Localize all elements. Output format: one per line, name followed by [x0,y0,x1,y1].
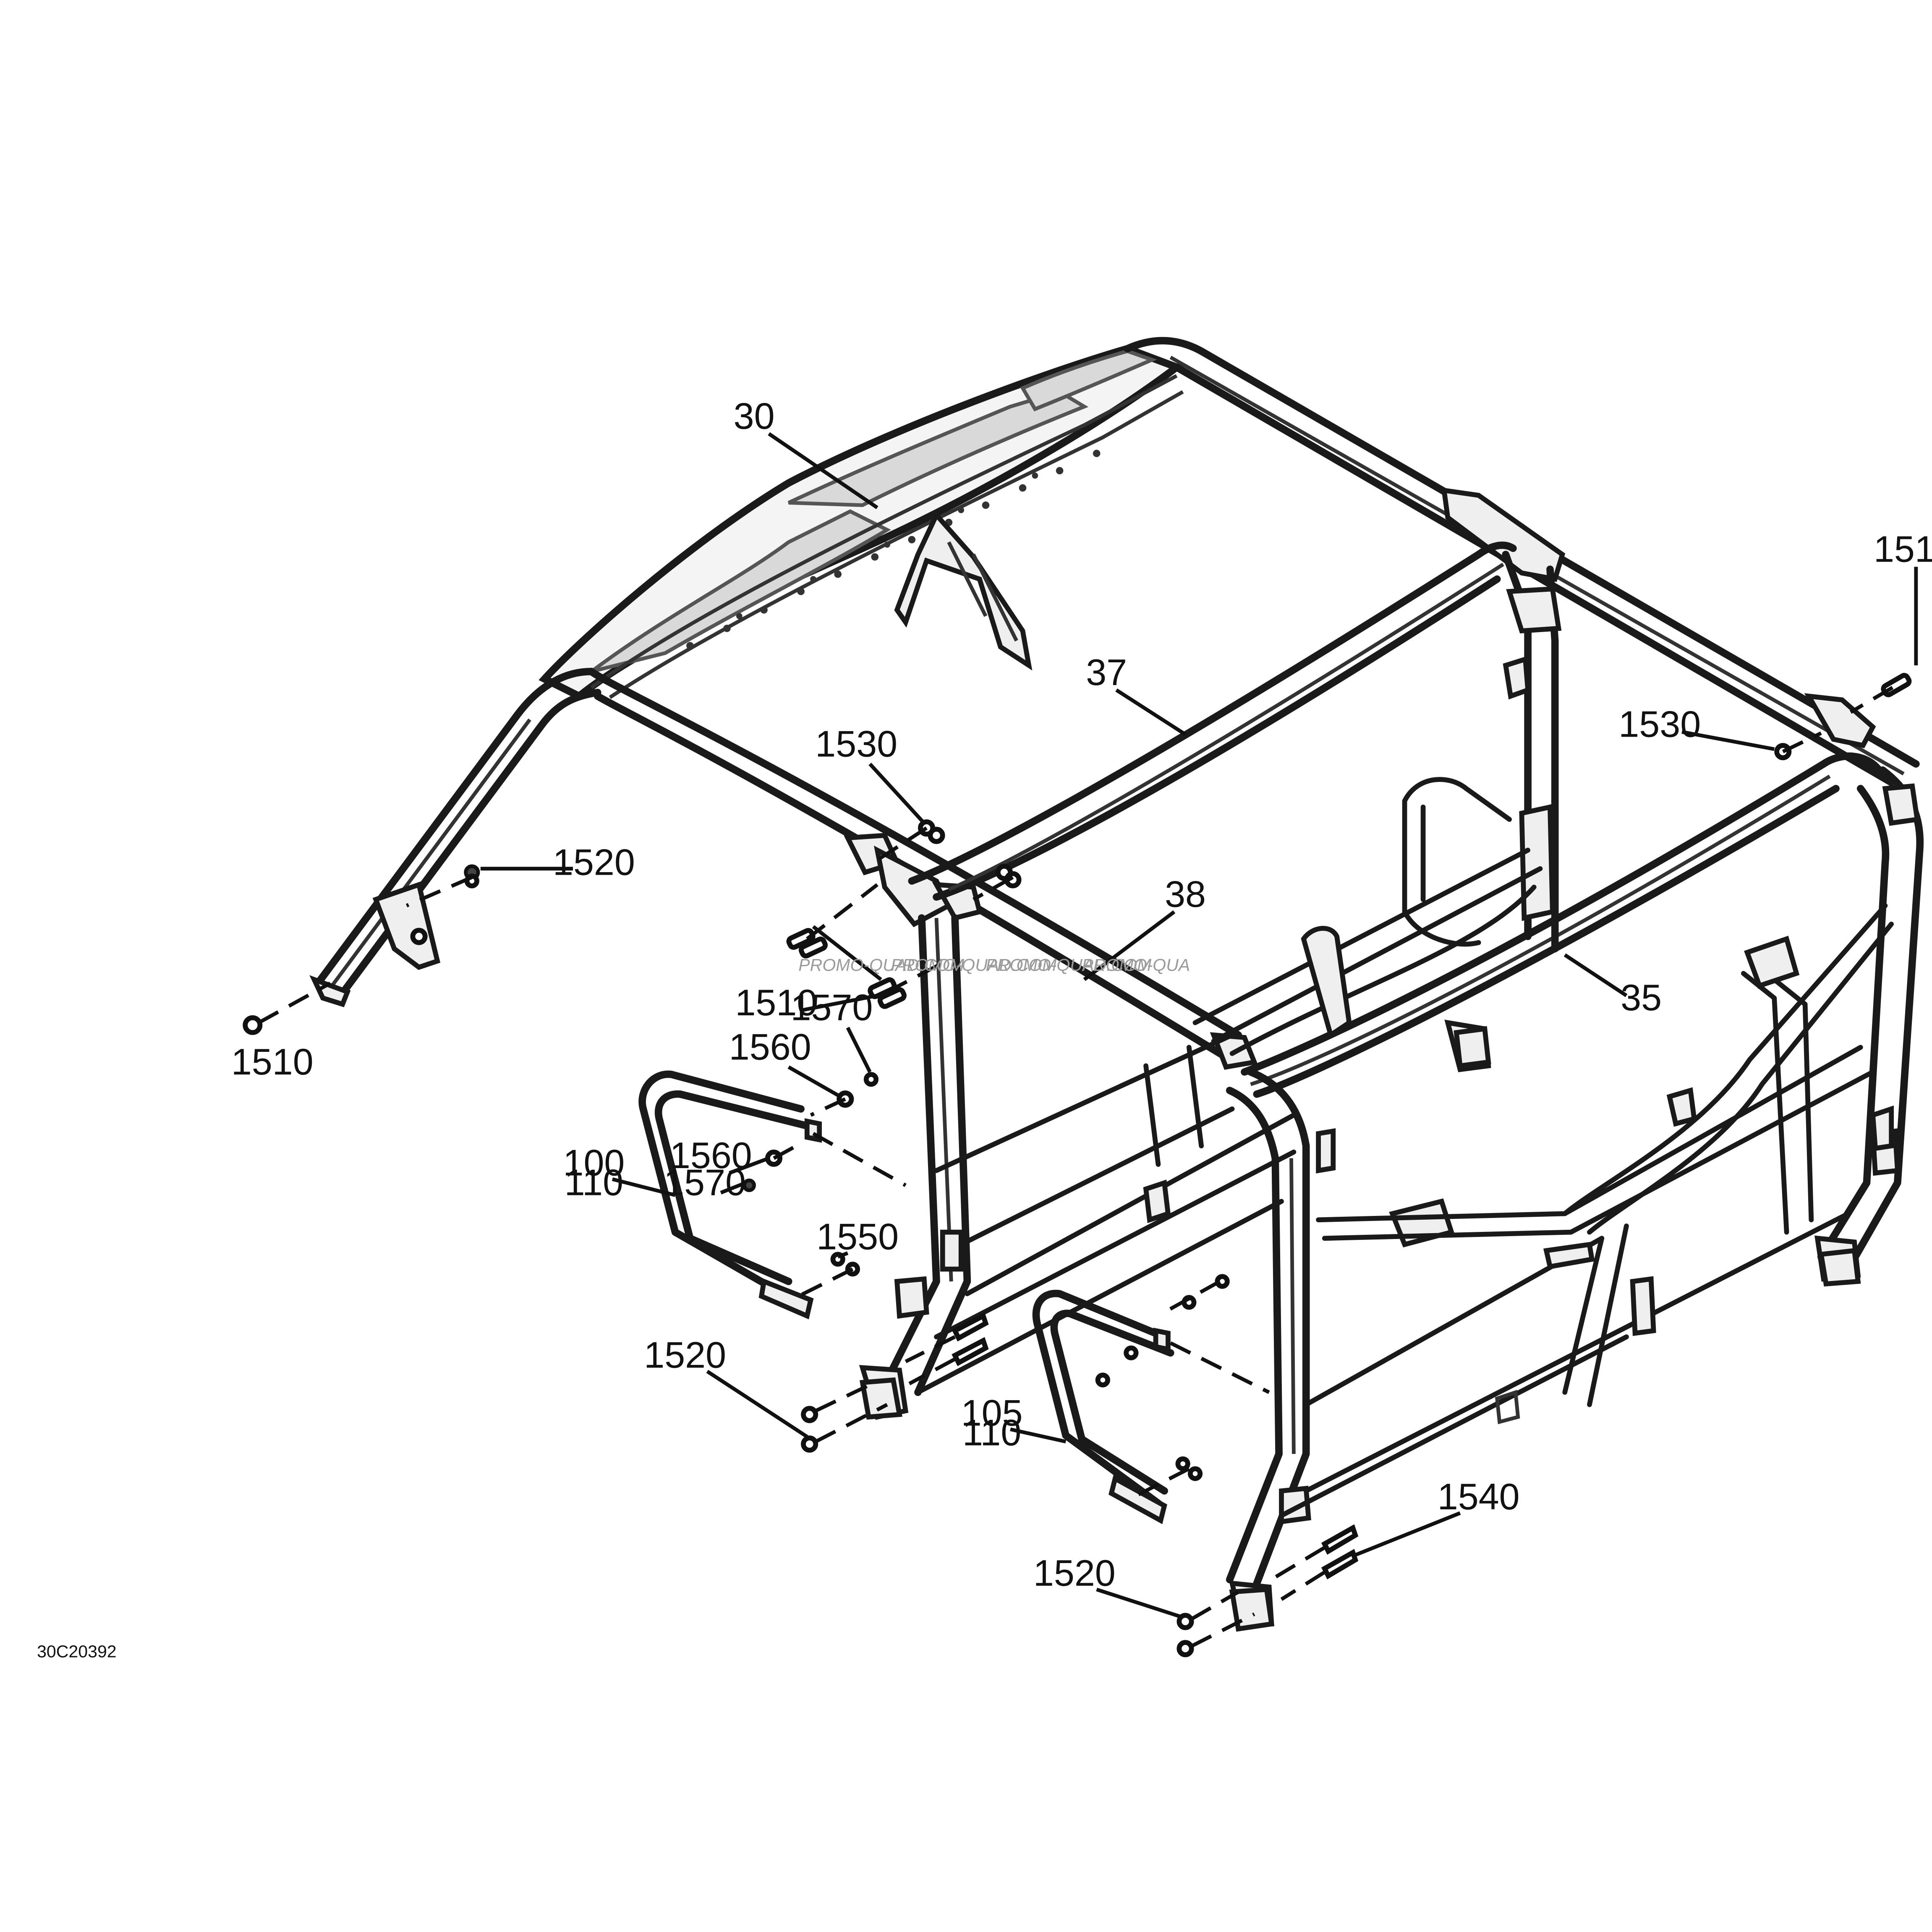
c-pillar [1502,551,1562,953]
callout-105: 105 [961,1392,1023,1433]
callout-1560-top: 1560 [729,1026,811,1068]
roof-panel-30 [539,345,1184,701]
drawing-id: 30C20392 [37,1642,117,1661]
callout-1550: 1550 [816,1216,899,1257]
b-pillar-right [1226,1068,1336,1629]
callout-38: 38 [1165,873,1206,915]
callout-1530-center: 1530 [815,723,897,764]
callout-labels: 30 37 38 35 1510 1530 1530 1520 1510 151… [231,395,1932,1594]
callout-1570-top: 1570 [791,987,873,1028]
rear-pillar [1817,766,1924,1273]
lower-side-frame-front [915,1033,1455,1395]
watermarks: PROMO-QUAD.COM PROMO-QUAD.COM PROMO-QUAD… [798,955,1190,975]
callout-100: 100 [563,1142,625,1184]
watermark: PROMO-QUA [1082,955,1190,975]
front-a-pillar [309,668,601,1007]
rear-cross-bar-35 [1241,752,1883,1098]
callout-30: 30 [734,395,775,437]
callout-1510-left: 1510 [231,1041,314,1082]
callout-110-a: 110 [565,1162,623,1203]
watermark: PROMO-QUAD.COM [891,955,1057,975]
lower-side-frame-rear [1279,903,1894,1518]
front-cross-bar-38 [588,668,1258,1070]
front-door-bar-100 [638,1070,822,1320]
callout-1560-mid: 1560 [670,1135,752,1176]
callout-1530-right: 1530 [1618,703,1701,745]
callout-110-b: 110 [962,1412,1021,1453]
callout-1570-mid: 1570 [664,1162,746,1203]
assembly-lines [258,686,1894,1648]
callout-1520-bottom: 1520 [1033,1552,1116,1594]
callout-1510-right: 1510 [1874,528,1932,570]
callout-1510-center: 1510 [735,982,817,1023]
leader-lines [480,432,1918,1618]
callout-35: 35 [1621,977,1662,1018]
callout-1520-bottom-left: 1520 [644,1334,726,1376]
middle-cross-bar-37 [908,541,1517,901]
callout-1540: 1540 [1438,1476,1520,1517]
watermark: PROMO-QUAD.COM [798,955,965,975]
upper-inner-frame [1192,777,1543,1072]
top-side-rail [1124,337,1920,786]
mount-brackets [859,1026,1861,1632]
watermark: PROMO-QUAD.COM [986,955,1152,975]
rear-door-bar-105 [1032,1289,1174,1524]
callout-37: 37 [1086,651,1127,693]
callout-1520-left: 1520 [553,841,635,883]
